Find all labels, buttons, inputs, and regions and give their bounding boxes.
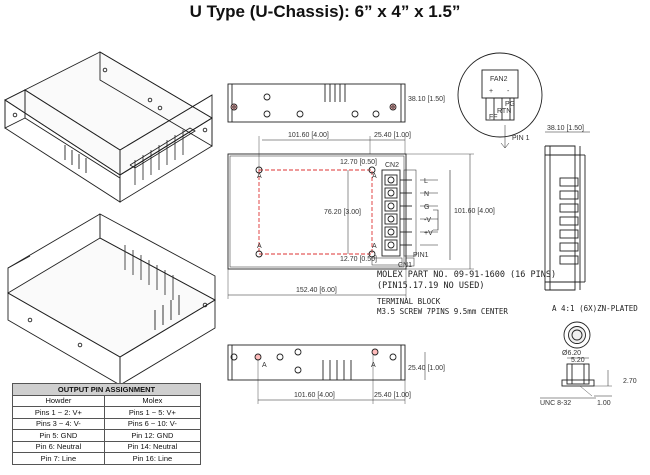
- terminal-letter-l: L: [424, 178, 428, 185]
- table-row: Pins 3 ~ 4: V- Pins 6 ~ 10: V-: [12, 417, 202, 430]
- label-a-6: A: [371, 362, 376, 369]
- table-cell: Pin 6: Neutral: [12, 440, 105, 453]
- dim-bottom-width: 101.60 [4.00]: [294, 392, 335, 399]
- output-pin-assignment-table: OUTPUT PIN ASSIGNMENT Howder Molex Pins …: [12, 383, 202, 465]
- dim-hole-mid: 76.20 [3.00]: [324, 209, 361, 216]
- dim-top-height: 38.10 [1.50]: [408, 96, 445, 103]
- dim-bottom-offset: 25.40 [1.00]: [374, 392, 411, 399]
- table-cell: Pin 14: Neutral: [103, 440, 202, 453]
- label-a-3: A: [372, 173, 377, 180]
- terminal-letter-n: N: [424, 191, 429, 198]
- label-fan2: FAN2: [490, 76, 508, 83]
- plan-view: [227, 136, 474, 299]
- screw-insert-detail: [540, 321, 612, 399]
- table-cell: Pin 16: Line: [103, 452, 202, 465]
- dim-depth-4: 101.60 [4.00]: [454, 208, 495, 215]
- terminal-letter-g: G: [424, 204, 429, 211]
- table-row: Pin 5: GND Pin 12: GND: [12, 429, 202, 442]
- dim-length-6: 152.40 [6.00]: [296, 287, 337, 294]
- label-pin1: PIN 1: [512, 135, 530, 142]
- table-cell: Pin 12: GND: [103, 429, 202, 442]
- label-ff: FF: [489, 114, 498, 121]
- dim-width-4: 101.60 [4.00]: [288, 132, 329, 139]
- detail-note: A 4:1 (6X)ZN-PLATED: [552, 304, 638, 313]
- molex-note-line1: MOLEX PART NO. 09-91-1600 (16 PINS): [377, 270, 556, 280]
- dim-h270: 2.70: [623, 378, 637, 385]
- label-cn1: CN1: [398, 262, 412, 269]
- molex-note-line2: (PIN15.17.19 NO USED): [377, 281, 484, 291]
- table-caption: OUTPUT PIN ASSIGNMENT: [12, 383, 201, 396]
- dim-h100: 1.00: [597, 400, 611, 407]
- label-a-5: A: [262, 362, 267, 369]
- table-row: Pins 1 ~ 2: V+ Pins 1 ~ 5: V+: [12, 406, 202, 419]
- terminal-letter-minus-v: -V: [424, 217, 431, 224]
- top-view: [227, 83, 406, 123]
- header-molex: Molex: [103, 394, 202, 407]
- table-cell: Pin 7: Line: [12, 452, 105, 465]
- fan-connector-detail: [457, 52, 543, 149]
- label-a-4: A: [372, 243, 377, 250]
- terminal-lines: [420, 170, 451, 260]
- label-a-1: A: [257, 173, 262, 180]
- table-row: Pin 6: Neutral Pin 14: Neutral: [12, 440, 202, 453]
- dim-side-height: 38.10 [1.50]: [547, 125, 584, 132]
- label-pg: PG: [505, 101, 515, 108]
- label-a-2: A: [257, 243, 262, 250]
- dim-w520: 5.20: [571, 357, 585, 364]
- bottom-view: [227, 344, 426, 404]
- iso-chassis-bottom: [7, 213, 216, 386]
- table-cell: Pins 3 ~ 4: V-: [12, 417, 105, 430]
- label-pin1-small: PIN1: [413, 252, 429, 259]
- table-cell: Pins 1 ~ 5: V+: [103, 406, 202, 419]
- table-cell: Pins 6 ~ 10: V-: [103, 417, 202, 430]
- label-rtn: RTN: [497, 108, 511, 115]
- label-cn2: CN2: [385, 162, 399, 169]
- label-fan-plus: +: [489, 88, 493, 95]
- iso-chassis-top: [4, 51, 213, 203]
- dim-hole-top: 12.70 [0.50]: [340, 159, 377, 166]
- side-view: [544, 131, 590, 291]
- terminal-letter-plus-v: +V: [424, 230, 433, 237]
- terminal-note-line2: M3.5 SCREW 7PINS 9.5mm CENTER: [377, 307, 508, 316]
- dim-dia: Ø6.20: [562, 350, 581, 357]
- table-cell: Pins 1 ~ 2: V+: [12, 406, 105, 419]
- dim-offset-1: 25.40 [1.00]: [374, 132, 411, 139]
- table-row: Pin 7: Line Pin 16: Line: [12, 452, 202, 465]
- dim-bottom-height: 25.40 [1.00]: [408, 365, 445, 372]
- label-unc: UNC 8-32: [540, 400, 571, 407]
- label-fan-minus: -: [507, 88, 510, 95]
- diagram-title: U Type (U-Chassis): 6” x 4” x 1.5”: [189, 2, 461, 21]
- terminal-note-line1: TERMINAL BLOCK: [377, 297, 441, 306]
- dim-hole-bottom: 12.70 [0.50]: [340, 256, 377, 263]
- header-howder: Howder: [12, 394, 105, 407]
- table-cell: Pin 5: GND: [12, 429, 105, 442]
